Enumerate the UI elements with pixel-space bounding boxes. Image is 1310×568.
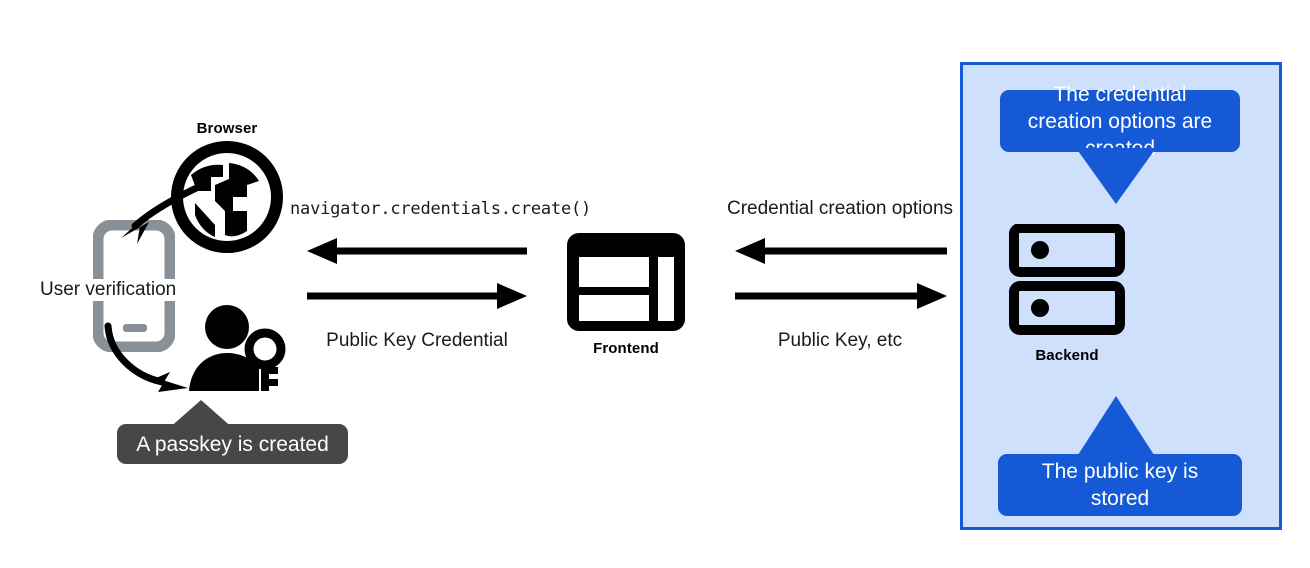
tooltip-key-stored: The public key is stored bbox=[998, 396, 1242, 516]
browser-label: Browser bbox=[196, 120, 258, 137]
arrow-browser-to-device bbox=[121, 180, 209, 244]
tooltip-tail-down-icon bbox=[1076, 148, 1156, 204]
dashboard-layout-icon bbox=[567, 233, 685, 331]
server-icon bbox=[1009, 224, 1125, 335]
tooltip-options-created-bubble: The credential creation options are crea… bbox=[1000, 83, 1240, 160]
flow-fb-bottom-label: Public Key, etc bbox=[777, 330, 903, 351]
arrow-frontend-to-backend bbox=[735, 283, 947, 309]
arrow-backend-to-frontend bbox=[735, 238, 947, 264]
backend-label: Backend bbox=[1035, 347, 1099, 364]
frontend-label: Frontend bbox=[593, 340, 659, 357]
arrow-frontend-to-browser bbox=[307, 238, 527, 264]
arrow-browser-to-frontend bbox=[307, 283, 527, 309]
tooltip-passkey-created: A passkey is created bbox=[117, 400, 348, 464]
person-with-key-icon bbox=[189, 305, 286, 391]
tooltip-passkey-created-text: A passkey is created bbox=[136, 432, 329, 456]
flow-bf-bottom-label: Public Key Credential bbox=[326, 330, 508, 351]
tooltip-tail-up-icon bbox=[1076, 396, 1156, 458]
tooltip-tail-up-dark-icon bbox=[167, 400, 235, 430]
flow-bf-top-label: navigator.credentials.create() bbox=[290, 199, 592, 219]
flow-fb-top-label: Credential creation options bbox=[726, 198, 954, 219]
tooltip-key-stored-bubble: The public key is stored bbox=[998, 454, 1242, 516]
tooltip-options-created: The credential creation options are crea… bbox=[1000, 83, 1240, 204]
arrow-device-to-user bbox=[104, 322, 188, 392]
tooltip-passkey-created-bubble: A passkey is created bbox=[117, 424, 348, 464]
tooltip-key-stored-text: The public key is stored bbox=[1041, 460, 1199, 510]
user-verification-label: User verification bbox=[38, 279, 179, 301]
